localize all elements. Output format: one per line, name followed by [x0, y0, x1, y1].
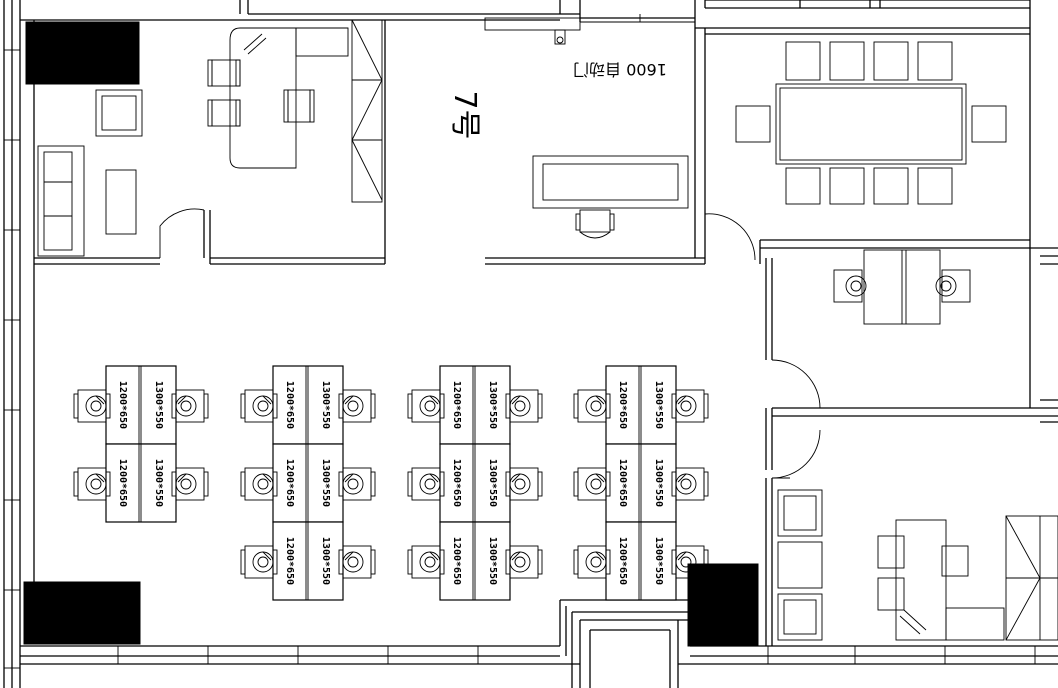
- column-top-left: [25, 21, 140, 85]
- workstation-size-label: 1200*650: [117, 381, 128, 429]
- workstation-size-label: 1300*550: [653, 381, 664, 429]
- workstation: 1200*650 1300*550: [240, 521, 376, 601]
- workstation-chair: [73, 467, 111, 501]
- workstation-chair: [573, 467, 611, 501]
- workstation: 1200*650 1300*550: [73, 365, 209, 445]
- workstation-chair: [338, 389, 376, 423]
- workstation-size-label: 1300*550: [487, 381, 498, 429]
- structural-columns: [23, 21, 759, 647]
- workstation-size-label: 1300*550: [487, 537, 498, 585]
- workstation-chair: [671, 467, 709, 501]
- workstation-size-label: 1200*650: [284, 537, 295, 585]
- door-swing-mid-right-2: [771, 429, 821, 479]
- workstation-chair: [338, 545, 376, 579]
- workstation: 1200*650 1300*550: [573, 443, 709, 523]
- workstation-size-label: 1300*550: [653, 537, 664, 585]
- workstation-chair: [505, 389, 543, 423]
- workstation-size-label: 1300*550: [653, 459, 664, 507]
- workstation: 1200*650 1300*550: [240, 443, 376, 523]
- workstation: 1200*650 1300*550: [573, 521, 709, 601]
- lower-office: [777, 489, 1058, 641]
- workstation-chair: [73, 389, 111, 423]
- interior-walls: [34, 20, 1058, 646]
- workstation-chair: [407, 545, 445, 579]
- manager-desk: [229, 27, 297, 169]
- column-bottom-right: [687, 563, 759, 647]
- workstation-size-label: 1200*650: [617, 381, 628, 429]
- workstation-chair: [240, 389, 278, 423]
- workstation-size-label: 1200*650: [617, 459, 628, 507]
- door-swing-reception: [704, 213, 756, 261]
- workstation-chair: [573, 545, 611, 579]
- workstation-chair: [407, 389, 445, 423]
- reception-area: 7号 1600 自动门: [447, 14, 695, 239]
- small-office: [833, 249, 971, 325]
- workstation-size-label: 1300*550: [320, 381, 331, 429]
- office-furniture: [37, 19, 383, 257]
- room-number-label: 7号: [447, 90, 482, 139]
- left-wall-ticks: [4, 49, 20, 669]
- door-swing-office: [159, 208, 205, 258]
- workstation: 1200*650 1300*550: [407, 443, 543, 523]
- workstation-chair: [671, 545, 709, 579]
- bottom-mullions: [117, 646, 1036, 664]
- reception-desk: [532, 155, 689, 209]
- workstation-size-label: 1200*650: [117, 459, 128, 507]
- workstation-chair: [505, 467, 543, 501]
- workstation-chair: [171, 467, 209, 501]
- workstation: 1200*650 1300*550: [573, 365, 709, 445]
- column-bottom-left: [23, 581, 141, 645]
- doors: [156, 208, 821, 479]
- workstation-chair: [240, 545, 278, 579]
- workstation-size-label: 1300*550: [487, 459, 498, 507]
- workstation: 1200*650 1300*550: [73, 443, 209, 523]
- workstation-size-label: 1200*650: [284, 381, 295, 429]
- workstation-chair: [573, 389, 611, 423]
- workstation: 1200*650 1300*550: [240, 365, 376, 445]
- workstation-size-label: 1200*650: [284, 459, 295, 507]
- workstation-chair: [407, 467, 445, 501]
- exterior-walls: [3, 0, 1058, 688]
- meeting-table: [775, 83, 967, 165]
- workstation-size-label: 1300*550: [153, 381, 164, 429]
- workstation-size-label: 1200*650: [451, 537, 462, 585]
- workstation-chair: [338, 467, 376, 501]
- workstation-size-label: 1300*550: [320, 537, 331, 585]
- workstation: 1200*650 1300*550: [407, 521, 543, 601]
- door-label: 1600 自动门: [573, 60, 667, 79]
- workstation-size-label: 1200*650: [451, 459, 462, 507]
- workstation: 1200*650 1300*550: [407, 365, 543, 445]
- workstation-chair: [240, 467, 278, 501]
- workstation-size-label: 1200*650: [451, 381, 462, 429]
- workstation-chair: [171, 389, 209, 423]
- workstation-size-label: 1300*550: [320, 459, 331, 507]
- meeting-room: [735, 41, 1007, 205]
- workstation-size-label: 1200*650: [617, 537, 628, 585]
- door-swing-mid-right: [771, 359, 821, 409]
- workstation-size-label: 1300*550: [153, 459, 164, 507]
- workstation-chair: [505, 545, 543, 579]
- workstation-chair: [671, 389, 709, 423]
